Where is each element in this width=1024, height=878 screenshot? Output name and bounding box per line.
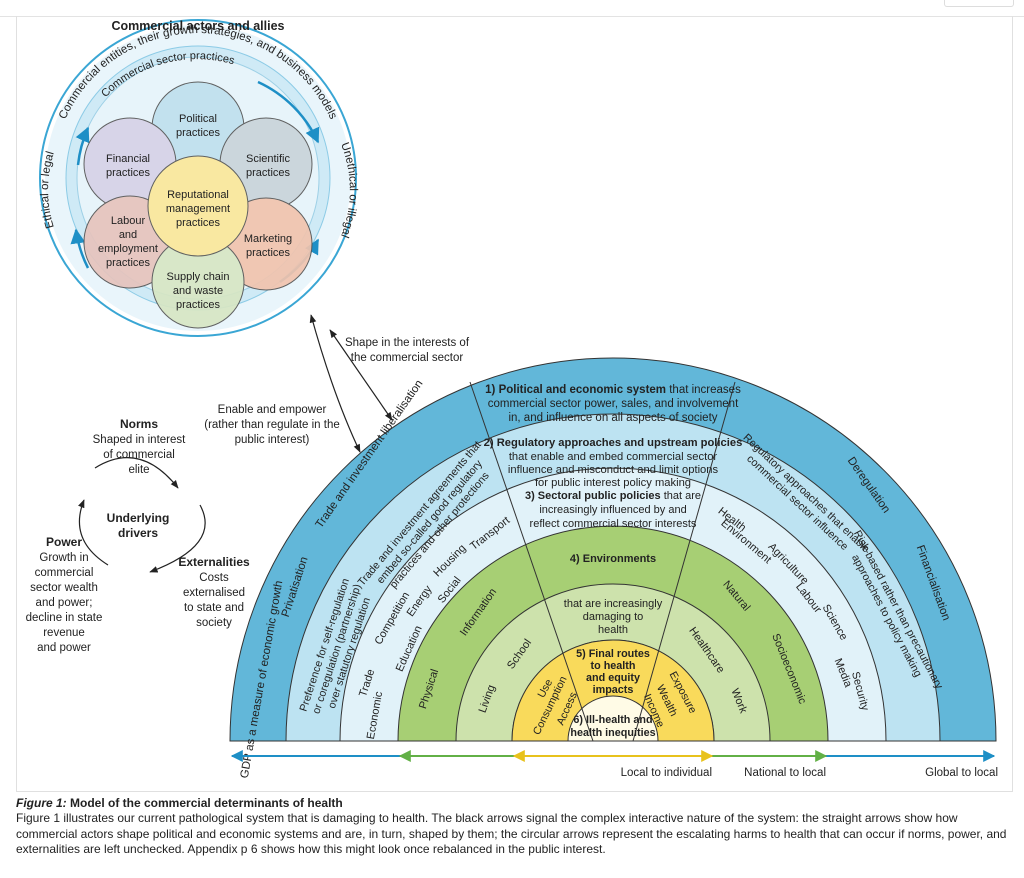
ring2-text-3: for public interest policy making — [535, 477, 691, 489]
ethical-legal-label: Ethical or legal — [39, 150, 57, 230]
practices-arrow-left-top-icon — [75, 126, 90, 166]
reputational-practices-circle — [147, 155, 249, 257]
ring3-text-2: increasingly influenced by and — [539, 504, 686, 516]
scale-national-local: National to local — [744, 767, 826, 779]
figure-caption-body: Figure 1 illustrates our current patholo… — [16, 811, 1007, 856]
figure-caption-title: Figure 1: Model of the commercial determ… — [16, 796, 1011, 812]
norms-title: Norms — [120, 417, 158, 431]
power-title: Power — [46, 535, 82, 549]
scale-axis: Local to individual National to local Gl… — [230, 750, 998, 779]
top-right-tab — [944, 0, 1014, 7]
cycle-arrow-left-icon — [78, 499, 109, 566]
ring2-title: 2) Regulatory approaches and upstream po… — [484, 437, 743, 449]
figure-title: Model of the commercial determinants of … — [70, 796, 343, 810]
sector-dividers — [469, 381, 736, 742]
ring-final-routes — [511, 639, 715, 742]
ring1-title: 1) Political and economic system that in… — [485, 384, 741, 396]
ring3-text-3: reflect commercial sector interests — [530, 518, 697, 530]
ring1-text-3: in, and influence on all aspects of soci… — [508, 412, 717, 424]
figure-label: Figure 1: — [16, 796, 67, 810]
ring2-text-2: influence and misconduct and limit optio… — [508, 464, 719, 476]
enable-empower-label: Enable and empower(rather than regulate … — [204, 404, 340, 446]
practices-arrow-top-icon — [257, 80, 320, 144]
figure-frame — [16, 16, 1013, 792]
top-rule — [0, 0, 1024, 17]
cycle-arrow-right-icon — [149, 504, 206, 573]
externalities-title: Externalities — [178, 555, 250, 569]
cdoh-model-diagram: Commercial actors and allies Commercial … — [26, 19, 998, 779]
scale-local-individual: Local to individual — [621, 767, 712, 779]
ring4-title: 4) Environments — [570, 553, 656, 565]
determinants-rainbow — [229, 357, 997, 742]
scale-global-local: Global to local — [925, 767, 998, 779]
commercial-actors-panel: Commercial actors and allies Commercial … — [39, 19, 359, 337]
enable-empower-arrow-icon — [309, 314, 361, 453]
ring1-text-2: commercial sector power, sales, and invo… — [488, 398, 739, 410]
cycle-arrow-top-icon — [94, 457, 179, 489]
ring3-title: 3) Sectoral public policies that are — [525, 490, 701, 502]
commercial-actors-title: Commercial actors and allies — [112, 19, 285, 33]
ring2-text-1: that enable and embed commercial sector — [509, 451, 718, 463]
practices-arrow-left-bottom-icon — [70, 228, 90, 269]
ring-ill-health-core — [567, 695, 659, 742]
